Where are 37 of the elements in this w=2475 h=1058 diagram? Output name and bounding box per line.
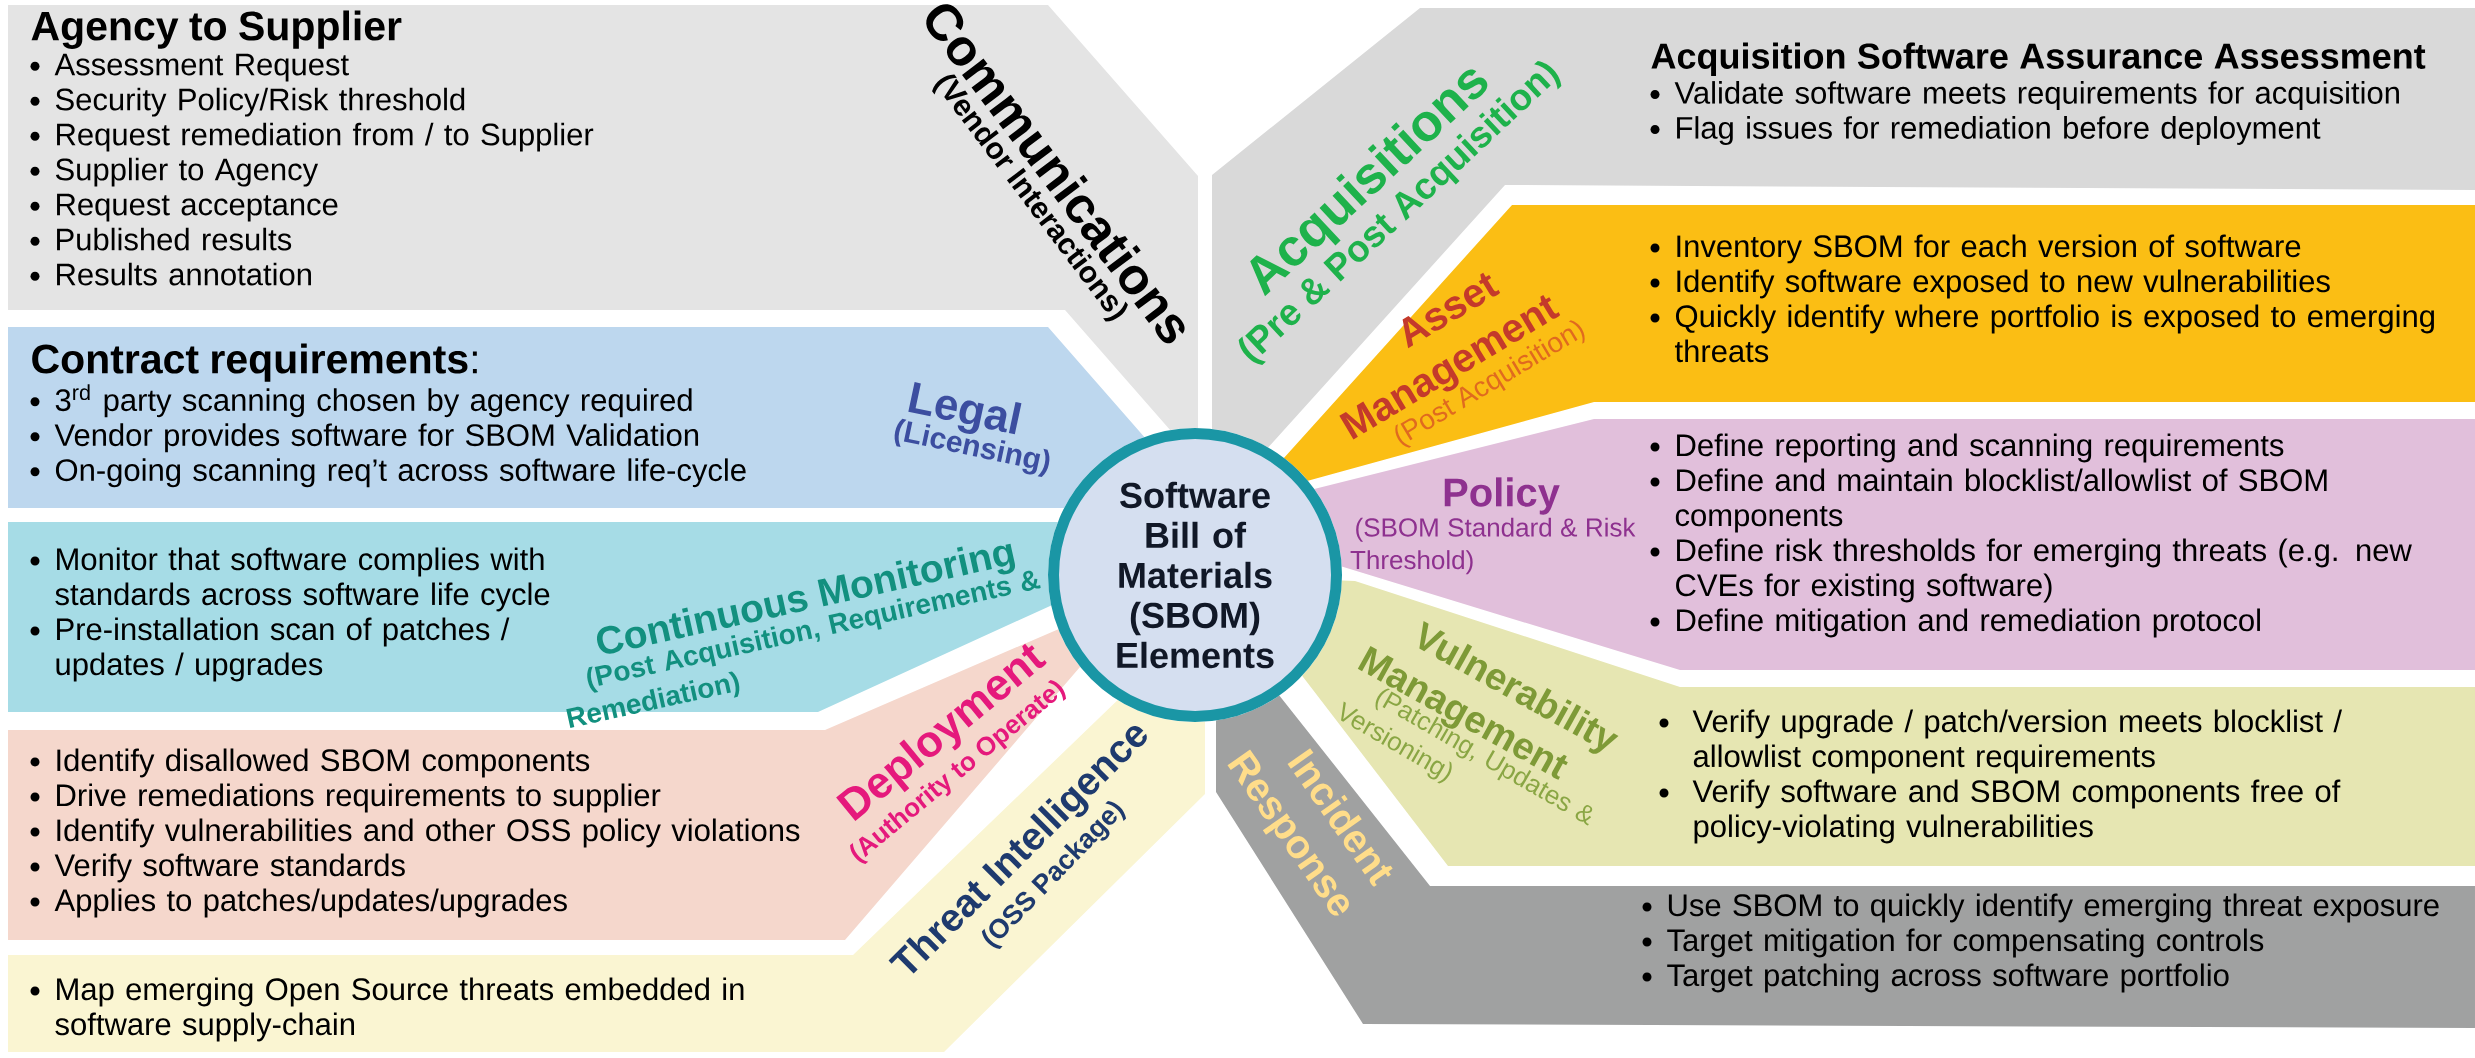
- bullet-item: Flag issues for remediation before deployment: [1650, 116, 2321, 145]
- bullet-item: Inventory SBOM for each version of software: [1650, 234, 2301, 264]
- category-subtitle: (SBOM Standard & Risk Threshold): [1350, 517, 1636, 575]
- bullet-item: Verify software and SBOM components free of policy-violating vulnerabilities: [1659, 779, 2341, 844]
- bullet-item: Use SBOM to quickly identify emerging threat exposure: [1642, 893, 2439, 923]
- bullet-item: Define risk thresholds for emerging threats (e.g. new CVEs for existing software): [1650, 538, 2412, 603]
- bullet-item: Identify disallowed SBOM components: [30, 748, 590, 778]
- bullet-item: Map emerging Open Source threats embedded in software supply-chain: [30, 977, 744, 1042]
- bullet-item: 3$^{rd}$ party scanning chosen by agency required: [30, 384, 692, 418]
- bullet-item: Vendor provides software for SBOM Validation: [30, 423, 699, 453]
- bullet-item: Target patching across software portfolio: [1642, 963, 2229, 993]
- bullet-item: Applies to patches/updates/upgrades: [30, 888, 567, 918]
- bullet-item: Verify software standards: [30, 853, 405, 883]
- bullet-item: Target mitigation for compensating controls: [1642, 928, 2264, 958]
- bullet-item: Security Policy/Risk threshold: [30, 87, 465, 117]
- bullet-item: Request acceptance: [30, 193, 338, 222]
- bullet-item: Define and maintain blocklist/allowlist of SBOM components: [1650, 468, 2327, 533]
- bullet-item: On-going scanning req’t across software life-cycle: [30, 458, 746, 488]
- bullet-item: Supplier to Agency: [30, 157, 319, 187]
- bullet-item: Drive remediations requirements to supplier: [30, 783, 661, 813]
- bullet-item: Validate software meets requirements for acquisition: [1650, 81, 2399, 110]
- bullet-item: Identify software exposed to new vulnerabilities: [1650, 269, 2330, 299]
- bullet-item: Verify upgrade / patch/version meets blocklist / allowlist component requirements: [1659, 709, 2342, 774]
- category-title: Policy: [1444, 477, 1560, 515]
- bullet-item: Define reporting and scanning requirements: [1650, 433, 2284, 463]
- section-heading: Contract requirements:: [32, 343, 477, 382]
- bullet-item: Monitor that software complies with standards across software life cycle: [30, 547, 550, 612]
- bullet-item: Identify vulnerabilities and other OSS policy violations: [30, 818, 800, 848]
- bullet-item: Quickly identify where portfolio is exposed to emerging threats: [1650, 304, 2434, 363]
- bullet-item: Assessment Request: [30, 53, 349, 82]
- bullet-item: Request remediation from / to Supplier: [30, 122, 594, 152]
- bullet-item: Results annotation: [30, 262, 311, 286]
- bullet-item: Published results: [30, 227, 292, 251]
- section-heading: Acquisition Software Assurance Assessment: [1651, 42, 2426, 77]
- bullet-item: Define mitigation and remediation protocol: [1650, 608, 2260, 638]
- bullet-item: Pre-installation scan of patches / updates / upgrades: [30, 617, 510, 682]
- section-heading: Agency to Supplier: [31, 10, 402, 49]
